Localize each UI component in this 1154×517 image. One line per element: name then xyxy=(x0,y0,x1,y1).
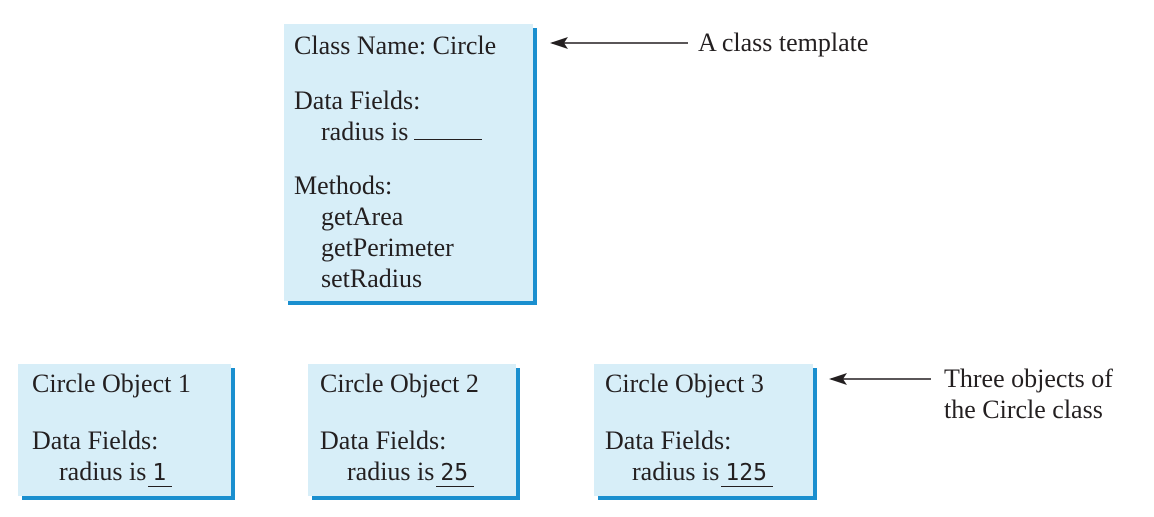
object-radius-label: radius is xyxy=(632,457,720,486)
method-setradius: setRadius xyxy=(321,264,423,293)
object-radius-label: radius is xyxy=(347,457,435,486)
object-fields-heading: Data Fields: xyxy=(32,426,159,455)
class-name-label: Class Name: Circle xyxy=(294,31,497,60)
object-title: Circle Object 3 xyxy=(605,369,764,398)
objects-annotation-line-1: Three objects of xyxy=(944,364,1113,393)
method-getperimeter: getPerimeter xyxy=(321,233,454,262)
object-radius-value: 25 xyxy=(436,460,475,487)
object-radius-label: radius is xyxy=(59,457,147,486)
radius-field-label: radius is xyxy=(321,117,409,146)
method-getarea: getArea xyxy=(321,202,404,231)
class-template-arrow xyxy=(550,37,688,49)
objects-arrow-head xyxy=(829,373,847,385)
class-template-annotation: A class template xyxy=(698,28,869,57)
radius-blank xyxy=(414,117,483,140)
methods-heading: Methods: xyxy=(294,171,393,200)
object-title: Circle Object 2 xyxy=(320,369,479,398)
object-fields-heading: Data Fields: xyxy=(320,426,447,455)
object-title: Circle Object 1 xyxy=(32,369,191,398)
class-template-box: Class Name: Circle Data Fields: radius i… xyxy=(284,24,533,301)
object-fields-heading: Data Fields: xyxy=(605,426,732,455)
object-radius-value: 125 xyxy=(721,460,773,487)
objects-arrow xyxy=(829,373,931,385)
class-arrow-head xyxy=(550,37,568,49)
object-radius-value: 1 xyxy=(148,460,173,487)
data-fields-heading: Data Fields: xyxy=(294,86,421,115)
objects-annotation-line-2: the Circle class xyxy=(944,395,1103,424)
radius-field: radius is xyxy=(321,116,483,147)
